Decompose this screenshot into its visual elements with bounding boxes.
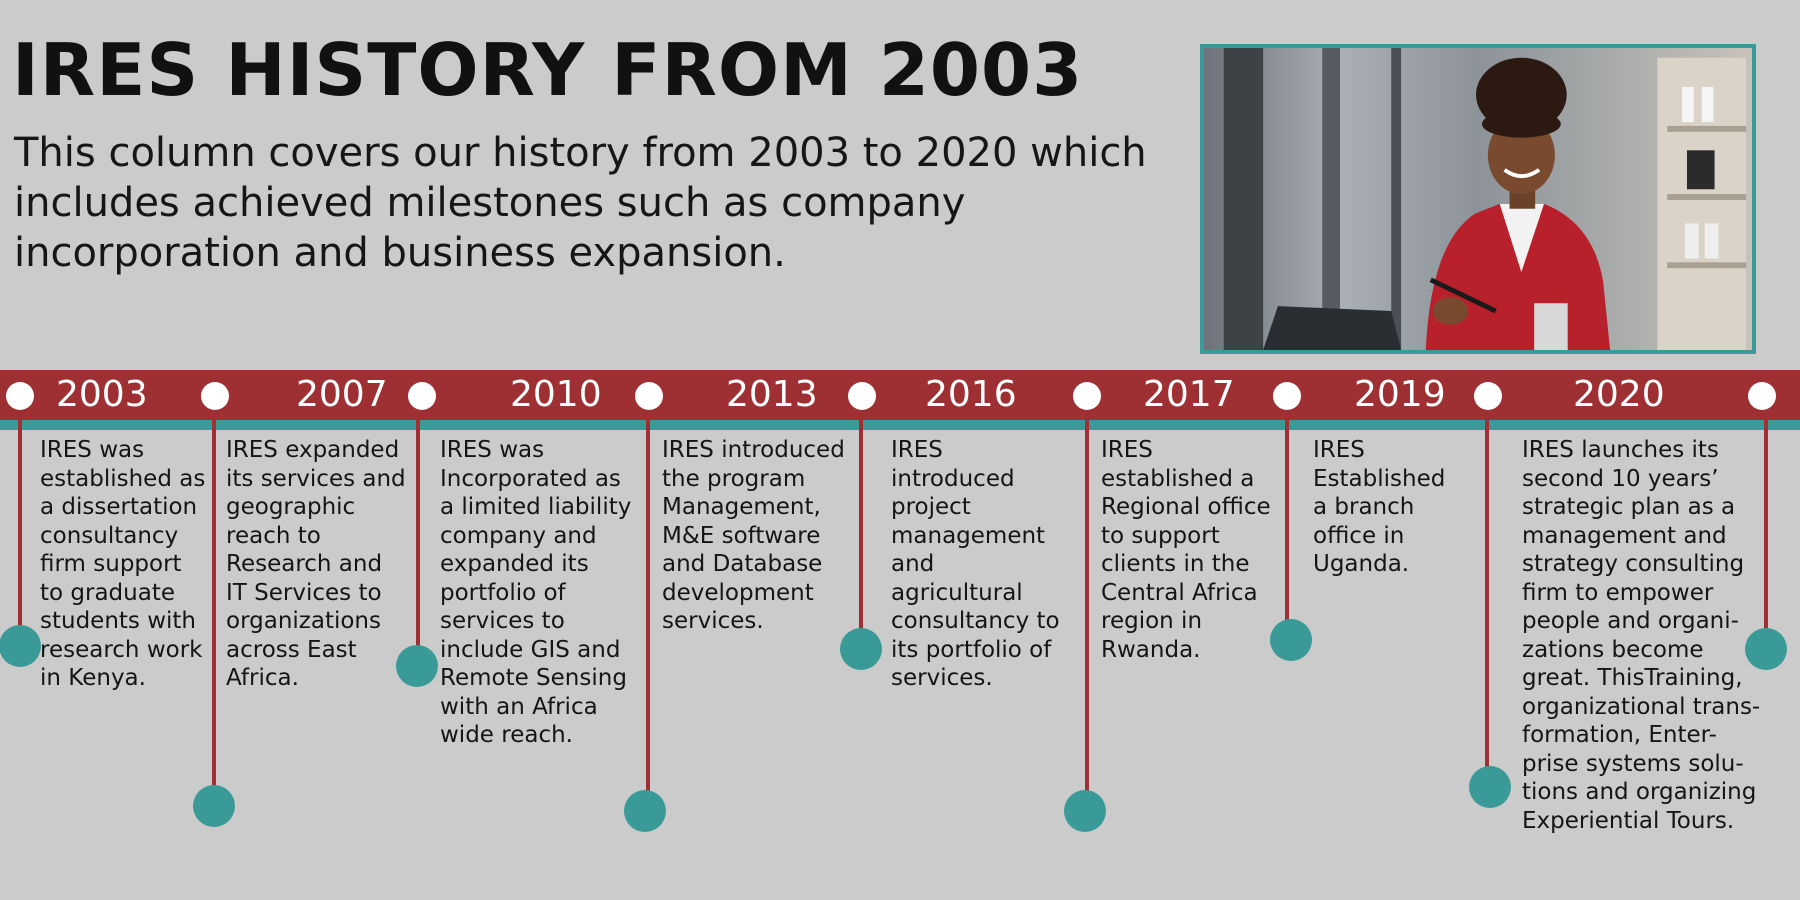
year-label: 2003 xyxy=(56,374,148,415)
timeline-end-dot xyxy=(624,790,666,832)
timeline-dot xyxy=(1474,382,1502,410)
timeline-stem xyxy=(1764,418,1768,634)
timeline-stem xyxy=(1085,418,1089,792)
timeline-end-dot xyxy=(193,785,235,827)
timeline-stem xyxy=(1285,418,1289,628)
header-photo xyxy=(1200,44,1756,354)
timeline-dot xyxy=(1273,382,1301,410)
year-label: 2007 xyxy=(296,374,388,415)
timeline-teal-line xyxy=(0,420,1800,430)
timeline-stem xyxy=(18,418,22,636)
timeline-stem xyxy=(212,418,216,788)
milestone-description: IRES launches its second 10 years’ strat… xyxy=(1522,437,1761,834)
milestone-description: IRES introduced the program Management, … xyxy=(662,437,845,634)
timeline-stem xyxy=(1485,418,1489,768)
timeline-dot xyxy=(408,382,436,410)
year-label: 2019 xyxy=(1354,374,1446,415)
timeline-dot xyxy=(1073,382,1101,410)
timeline-stem xyxy=(416,418,420,654)
year-label: 2013 xyxy=(726,374,818,415)
timeline-end-dot xyxy=(1745,628,1787,670)
milestone-description: IRES Established a branch office in Ugan… xyxy=(1313,437,1446,577)
year-label: 2016 xyxy=(925,374,1017,415)
timeline-stem xyxy=(859,418,863,638)
timeline-dot xyxy=(1748,382,1776,410)
timeline-end-dot xyxy=(1270,619,1312,661)
timeline-end-dot xyxy=(840,628,882,670)
milestone-description: IRES introduced project management and a… xyxy=(891,437,1060,691)
timeline-dot xyxy=(635,382,663,410)
timeline-stem xyxy=(646,418,650,792)
timeline-end-dot xyxy=(0,625,41,667)
timeline-end-dot xyxy=(1064,790,1106,832)
timeline-dot xyxy=(848,382,876,410)
year-label: 2017 xyxy=(1143,374,1235,415)
intro-paragraph: This column covers our history from 2003… xyxy=(14,130,1147,276)
year-label: 2010 xyxy=(510,374,602,415)
page-title: IRES HISTORY FROM 2003 xyxy=(12,28,1084,112)
timeline-end-dot xyxy=(1469,766,1511,808)
photo-woman-red-blazer-icon xyxy=(1204,48,1752,350)
milestone-description: IRES was Incorporated as a limited liabi… xyxy=(440,437,632,748)
timeline-end-dot xyxy=(396,645,438,687)
timeline-dot xyxy=(6,382,34,410)
milestone-description: IRES was established as a dissertation c… xyxy=(40,437,206,691)
timeline-dot xyxy=(201,382,229,410)
year-label: 2020 xyxy=(1573,374,1665,415)
milestone-description: IRES established a Regional office to su… xyxy=(1101,437,1271,663)
timeline-band xyxy=(0,370,1800,420)
milestone-description: IRES expanded its services and geographi… xyxy=(226,437,406,691)
